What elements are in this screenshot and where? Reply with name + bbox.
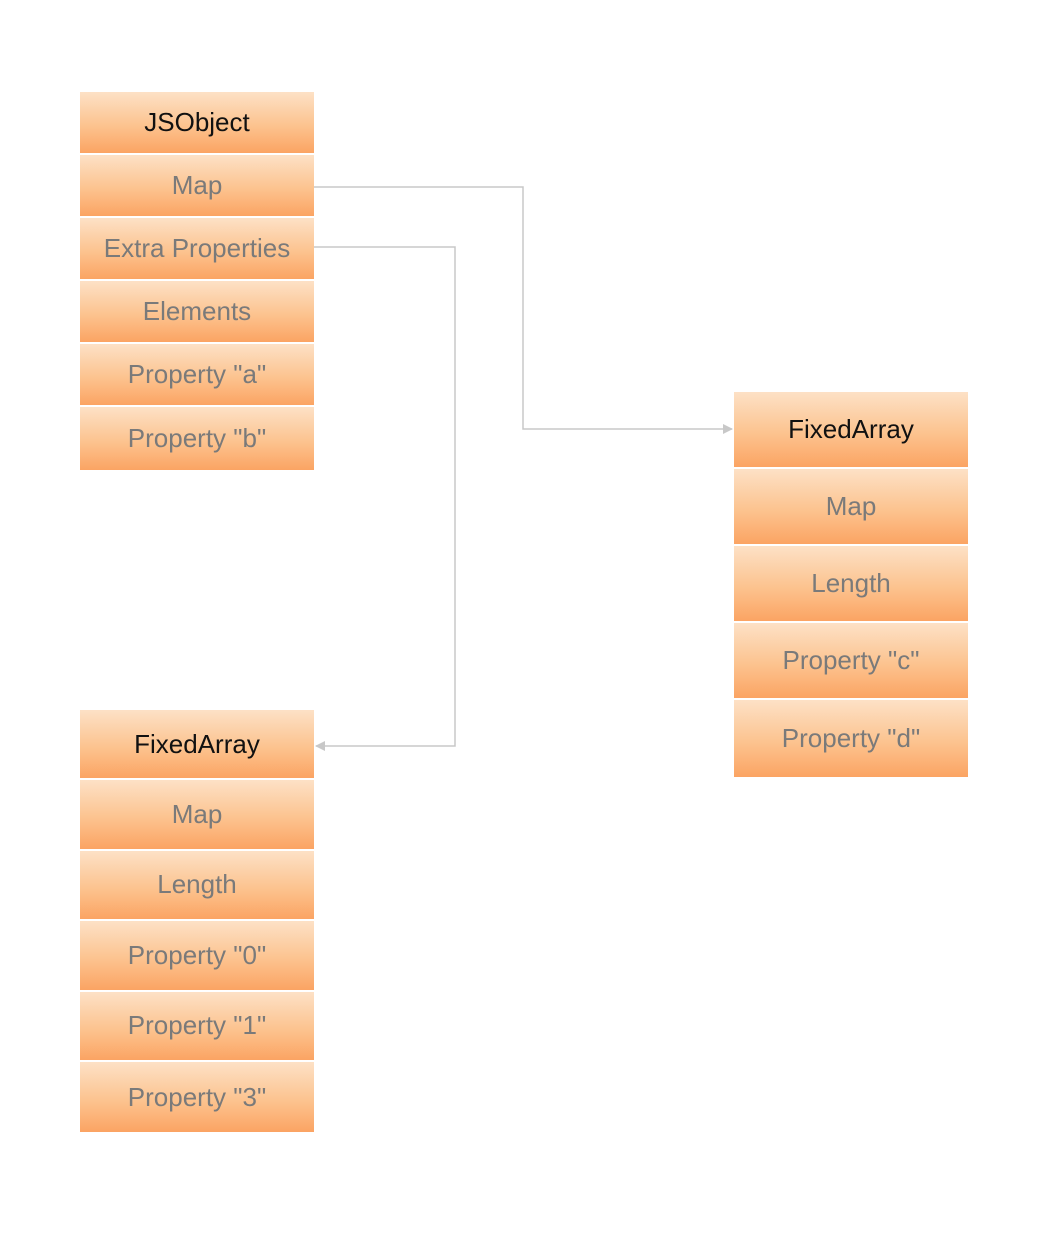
fixedarray-right-block: FixedArray Map Length Property "c" Prope… — [734, 392, 968, 777]
fixedarray-left-row-property-3: Property "3" — [80, 1061, 314, 1133]
jsobject-row-property-a: Property "a" — [80, 344, 314, 407]
fixedarray-left-row-map: Map — [80, 780, 314, 851]
fixedarray-right-row-map: Map — [734, 469, 968, 546]
connector-extra-properties-to-left-fixedarray — [314, 246, 456, 751]
fixedarray-right-header: FixedArray — [734, 392, 968, 469]
jsobject-row-extra-properties: Extra Properties — [80, 218, 314, 281]
connector-map-to-right-fixedarray — [314, 186, 733, 434]
jsobject-header: JSObject — [80, 92, 314, 155]
fixedarray-left-header: FixedArray — [80, 710, 314, 781]
jsobject-row-map: Map — [80, 155, 314, 218]
fixedarray-left-row-length: Length — [80, 850, 314, 922]
fixedarray-left-row-property-1: Property "1" — [80, 991, 314, 1062]
fixedarray-right-row-length: Length — [734, 546, 968, 623]
fixedarray-left-block: FixedArray Map Length Property "0" Prope… — [80, 710, 314, 1133]
fixedarray-right-row-property-c: Property "c" — [734, 623, 968, 700]
jsobject-block: JSObject Map Extra Properties Elements P… — [80, 92, 314, 470]
fixedarray-left-row-property-0: Property "0" — [80, 921, 314, 992]
jsobject-row-elements: Elements — [80, 281, 314, 344]
jsobject-row-property-b: Property "b" — [80, 407, 314, 470]
fixedarray-right-row-property-d: Property "d" — [734, 700, 968, 777]
